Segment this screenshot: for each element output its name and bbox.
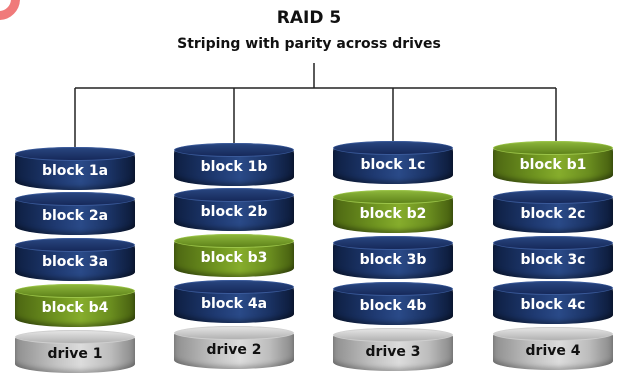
drive-cylinder: drive 3 xyxy=(333,328,453,371)
block-label: block 4a xyxy=(200,296,268,312)
block-cylinder: block b1 xyxy=(493,141,613,184)
block-label: block 2a xyxy=(41,208,109,224)
diagram-subtitle: Striping with parity across drives xyxy=(177,36,441,52)
corner-decoration xyxy=(0,0,20,20)
diagram-title: RAID 5 xyxy=(276,8,342,28)
block-label: block b1 xyxy=(519,157,587,173)
block-label: block 3a xyxy=(41,254,109,270)
block-cylinder: block 4b xyxy=(333,282,453,325)
block-cylinder: block 1b xyxy=(174,143,294,186)
drive-label: drive 3 xyxy=(365,344,421,360)
block-label: block 3b xyxy=(359,252,427,268)
block-label: block 3c xyxy=(520,252,586,268)
drive-label: drive 1 xyxy=(47,346,103,362)
drive-label: drive 2 xyxy=(206,342,262,358)
block-cylinder: block 3c xyxy=(493,236,613,279)
drive-cylinder: drive 2 xyxy=(174,326,294,369)
block-label: block 4c xyxy=(520,297,586,313)
block-label: block 1b xyxy=(200,159,268,175)
block-label: block 1a xyxy=(41,163,109,179)
drive-cylinder: drive 1 xyxy=(15,330,135,373)
block-label: block b4 xyxy=(41,300,109,316)
block-cylinder: block 4a xyxy=(174,280,294,323)
block-cylinder: block 4c xyxy=(493,281,613,324)
block-cylinder: block 2b xyxy=(174,188,294,231)
block-label: block 1c xyxy=(360,157,426,173)
block-cylinder: block b3 xyxy=(174,234,294,277)
block-cylinder: block 3a xyxy=(15,238,135,281)
block-cylinder: block 1a xyxy=(15,147,135,190)
block-cylinder: block 2c xyxy=(493,190,613,233)
block-label: block 2c xyxy=(520,206,586,222)
block-cylinder: block 3b xyxy=(333,236,453,279)
block-cylinder: block 2a xyxy=(15,192,135,235)
block-cylinder: block b4 xyxy=(15,284,135,327)
drive-cylinder: drive 4 xyxy=(493,327,613,370)
block-label: block 4b xyxy=(359,298,427,314)
block-label: block b2 xyxy=(359,206,427,222)
block-label: block 2b xyxy=(200,204,268,220)
block-cylinder: block b2 xyxy=(333,190,453,233)
drive-label: drive 4 xyxy=(525,343,581,359)
block-label: block b3 xyxy=(200,250,268,266)
block-cylinder: block 1c xyxy=(333,141,453,184)
